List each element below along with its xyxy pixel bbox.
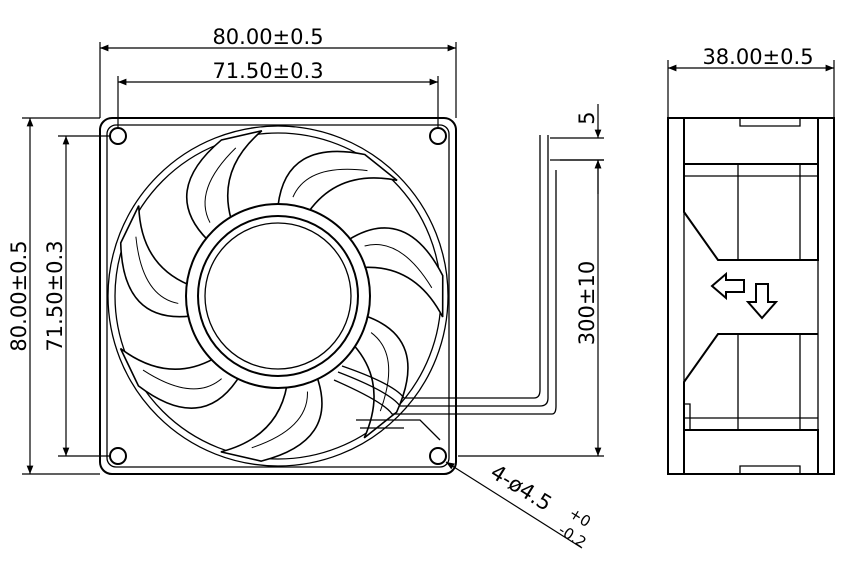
airflow-direction-arrow	[710, 271, 745, 301]
fan-blade-detail	[370, 332, 390, 412]
mounting-hole-top-left	[109, 127, 127, 145]
dim-width-holes: 71.50±0.3	[212, 59, 323, 83]
dim-height-holes: 71.50±0.3	[43, 240, 67, 351]
fan-blade	[119, 205, 192, 318]
fan-blade-detail	[142, 369, 222, 390]
fan-hub-outer	[185, 203, 371, 389]
mounting-hole-top-right	[429, 127, 447, 145]
fan-frame-inner	[106, 124, 450, 468]
fan-blade-detail	[204, 147, 237, 223]
front-view: 80.00±0.5 71.50±0.3 80.00±0.5 71.50±0.3 …	[7, 25, 604, 552]
dim-cable-length: 300±10	[575, 261, 599, 345]
side-view: 38.00±0.5	[667, 45, 835, 475]
dim-depth: 38.00±0.5	[702, 45, 813, 69]
dim-cable-spacing: 5	[575, 111, 599, 124]
mounting-hole-bottom-left	[109, 447, 127, 465]
side-lower-housing	[683, 333, 818, 431]
hole-spec-callout: 4-ø4.5	[486, 460, 556, 516]
fan-cable	[333, 135, 557, 441]
fan-frame-outer	[99, 117, 457, 475]
fan-blade-detail	[292, 168, 368, 198]
fan-blade	[119, 347, 241, 409]
fan-blade-detail	[135, 236, 179, 304]
fan-blade	[347, 227, 444, 318]
fan-blade	[352, 315, 409, 439]
fan-blade	[220, 376, 323, 462]
fan-hub-middle	[197, 215, 359, 377]
fan-venturi-ring	[107, 125, 449, 467]
fan-blades	[119, 130, 444, 462]
dim-width-overall: 80.00±0.5	[212, 25, 323, 49]
side-upper-housing	[683, 164, 819, 261]
dim-height-overall: 80.00±0.5	[7, 240, 31, 351]
fan-blade	[277, 150, 398, 213]
fan-hub-inner	[204, 222, 352, 370]
fan-blade-detail	[251, 391, 308, 449]
mounting-hole-bottom-right	[429, 447, 447, 465]
rotation-direction-arrow	[745, 283, 779, 320]
fan-blade	[185, 130, 263, 241]
fan-blade-detail	[364, 244, 433, 289]
side-frame-outline	[667, 117, 835, 475]
